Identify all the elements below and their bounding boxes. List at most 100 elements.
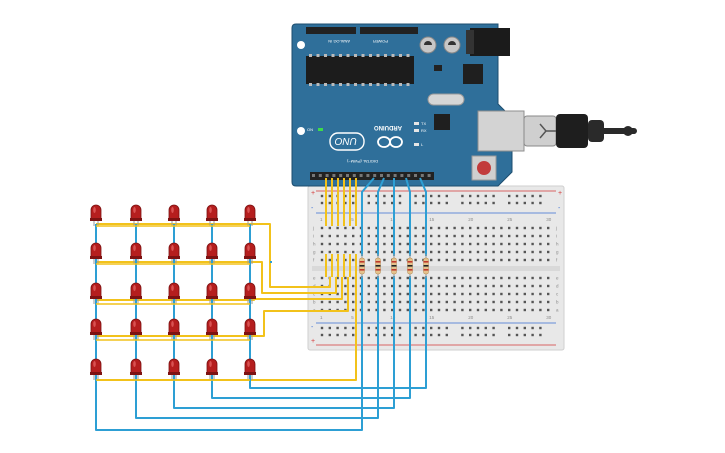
breadboard-hole[interactable] [531, 308, 534, 312]
rail-hole[interactable] [476, 333, 480, 337]
breadboard-hole[interactable] [539, 250, 542, 254]
breadboard-hole[interactable] [406, 242, 409, 246]
rail-hole[interactable] [414, 201, 417, 205]
reset-button-cap[interactable] [477, 161, 491, 175]
breadboard-hole[interactable] [476, 242, 480, 246]
breadboard-hole[interactable] [476, 284, 480, 288]
breadboard-hole[interactable] [500, 250, 503, 254]
breadboard-hole[interactable] [398, 258, 402, 262]
breadboard-hole[interactable] [383, 300, 386, 304]
breadboard-hole[interactable] [515, 308, 519, 312]
rail-hole[interactable] [352, 326, 355, 330]
breadboard-hole[interactable] [336, 292, 339, 296]
breadboard-hole[interactable] [508, 276, 511, 280]
breadboard-hole[interactable] [336, 242, 339, 246]
digital-pin-hole[interactable] [386, 174, 390, 177]
breadboard-hole[interactable] [367, 300, 370, 304]
rail-hole[interactable] [320, 194, 324, 198]
rail-hole[interactable] [476, 326, 480, 330]
breadboard-hole[interactable] [437, 258, 441, 262]
breadboard-hole[interactable] [437, 250, 441, 254]
breadboard-hole[interactable] [508, 292, 511, 296]
breadboard-hole[interactable] [500, 284, 503, 288]
led[interactable] [244, 282, 256, 304]
digital-pin-hole[interactable] [414, 174, 417, 177]
rail-hole[interactable] [523, 201, 526, 205]
blue-wire[interactable] [377, 177, 385, 256]
breadboard-hole[interactable] [523, 234, 526, 238]
breadboard-hole[interactable] [523, 308, 526, 312]
breadboard-hole[interactable] [484, 250, 487, 254]
digital-pin-hole[interactable] [339, 174, 343, 177]
breadboard-hole[interactable] [367, 242, 370, 246]
breadboard-hole[interactable] [398, 292, 402, 296]
led[interactable] [130, 204, 142, 226]
breadboard-hole[interactable] [422, 300, 425, 304]
led[interactable] [168, 282, 180, 304]
led[interactable] [244, 358, 256, 380]
breadboard-hole[interactable] [437, 284, 441, 288]
rail-hole[interactable] [336, 326, 339, 330]
breadboard-hole[interactable] [352, 242, 355, 246]
breadboard-hole[interactable] [430, 226, 433, 230]
breadboard-hole[interactable] [375, 250, 378, 254]
blue-wire[interactable] [249, 224, 427, 389]
rail-hole[interactable] [383, 201, 386, 205]
rail-hole[interactable] [492, 333, 495, 337]
breadboard-hole[interactable] [531, 242, 534, 246]
digital-pin-hole[interactable] [318, 174, 322, 177]
breadboard-hole[interactable] [352, 258, 355, 262]
breadboard-hole[interactable] [414, 226, 417, 230]
rail-hole[interactable] [367, 201, 370, 205]
breadboard-hole[interactable] [422, 276, 425, 280]
breadboard-hole[interactable] [453, 276, 456, 280]
rail-hole[interactable] [375, 201, 378, 205]
breadboard-hole[interactable] [391, 226, 394, 230]
breadboard-hole[interactable] [367, 234, 370, 238]
breadboard-hole[interactable] [461, 250, 464, 254]
breadboard-hole[interactable] [367, 284, 370, 288]
breadboard-hole[interactable] [445, 284, 448, 288]
rail-hole[interactable] [531, 194, 534, 198]
breadboard-hole[interactable] [328, 242, 331, 246]
led[interactable] [168, 318, 180, 340]
breadboard-hole[interactable] [336, 276, 339, 280]
rail-hole[interactable] [476, 194, 480, 198]
breadboard-hole[interactable] [469, 258, 472, 262]
breadboard-hole[interactable] [484, 226, 487, 230]
breadboard-hole[interactable] [453, 226, 456, 230]
breadboard-hole[interactable] [500, 234, 503, 238]
blue-wire[interactable] [405, 177, 411, 256]
breadboard-hole[interactable] [367, 292, 370, 296]
breadboard-hole[interactable] [461, 234, 464, 238]
breadboard-hole[interactable] [398, 284, 402, 288]
breadboard-hole[interactable] [531, 300, 534, 304]
breadboard-hole[interactable] [539, 308, 542, 312]
rail-hole[interactable] [437, 194, 441, 198]
breadboard-hole[interactable] [508, 226, 511, 230]
breadboard-hole[interactable] [383, 234, 386, 238]
rail-hole[interactable] [430, 201, 433, 205]
breadboard-hole[interactable] [523, 242, 526, 246]
rail-hole[interactable] [469, 194, 472, 198]
breadboard-hole[interactable] [445, 242, 448, 246]
led[interactable] [168, 242, 180, 264]
breadboard-hole[interactable] [461, 292, 464, 296]
breadboard-hole[interactable] [406, 226, 409, 230]
breadboard-hole[interactable] [383, 250, 386, 254]
digital-pin-hole[interactable] [407, 174, 411, 177]
breadboard-hole[interactable] [398, 234, 402, 238]
breadboard-hole[interactable] [430, 308, 433, 312]
breadboard-hole[interactable] [476, 250, 480, 254]
led[interactable] [130, 318, 142, 340]
rail-hole[interactable] [461, 333, 464, 337]
led[interactable] [90, 242, 102, 264]
digital-pin-hole[interactable] [427, 174, 431, 177]
rail-hole[interactable] [344, 201, 347, 205]
breadboard-hole[interactable] [476, 258, 480, 262]
rail-hole[interactable] [523, 194, 526, 198]
breadboard-hole[interactable] [523, 300, 526, 304]
breadboard-hole[interactable] [352, 226, 355, 230]
breadboard-hole[interactable] [422, 308, 425, 312]
breadboard-hole[interactable] [414, 242, 417, 246]
